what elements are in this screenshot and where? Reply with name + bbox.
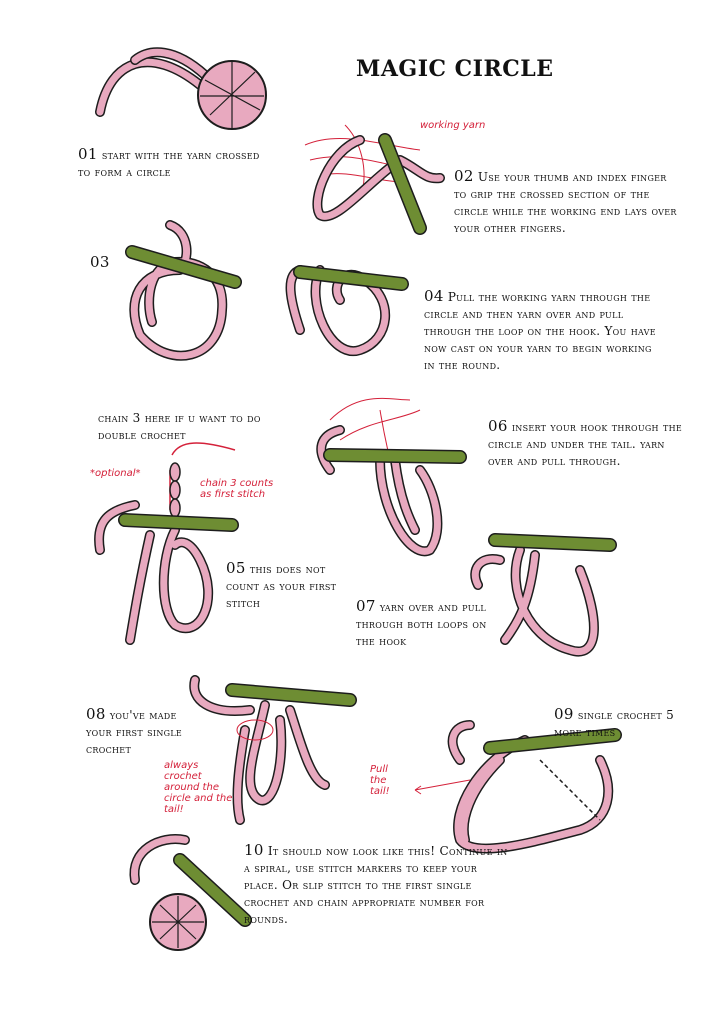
- page-title: MAGIC CIRCLE: [356, 56, 554, 82]
- step-05: 05 this does not count as your first sti…: [226, 559, 337, 611]
- step-10-illustration: [129, 834, 252, 951]
- step-09-illustration: [414, 720, 622, 854]
- step-07-illustration: [470, 533, 617, 657]
- step-02-illustration: [304, 124, 445, 235]
- annotation-chain3: chain 3 counts as first stitch: [200, 478, 274, 500]
- step-06-illustration: [316, 397, 467, 557]
- annotation-working-yarn: working yarn: [420, 120, 486, 131]
- step-01: 01 start with the yarn crossed to form a…: [78, 145, 260, 180]
- step-07: 07 yarn over and pull through both loops…: [356, 597, 487, 649]
- annotation-pull-tail: Pull the tail!: [370, 764, 390, 797]
- step-02: 02 Use your thumb and index finger to gr…: [454, 167, 677, 236]
- step-08: 08 you've made your first single crochet: [86, 705, 183, 757]
- chain-note: chain 3 here if u want to do double croc…: [98, 411, 261, 442]
- annotation-always-crochet: always crochet around the circle and the…: [164, 760, 233, 815]
- step-03-illustration: [125, 220, 242, 361]
- step-05-illustration: [94, 442, 239, 645]
- step-04-illustration: [285, 265, 409, 357]
- step-06: 06 insert your hook through the circle a…: [488, 417, 683, 469]
- annotation-optional: *optional*: [90, 468, 141, 479]
- step-09: 09 single crochet 5 more times: [554, 705, 675, 740]
- step-10: 10 It should now look like this! Continu…: [244, 841, 508, 927]
- yarn-ball-illustration: [95, 47, 267, 130]
- step-04: 04 Pull the working yarn through the cir…: [424, 287, 656, 373]
- step-08-illustration: [189, 675, 357, 825]
- step-03: 03: [90, 253, 110, 271]
